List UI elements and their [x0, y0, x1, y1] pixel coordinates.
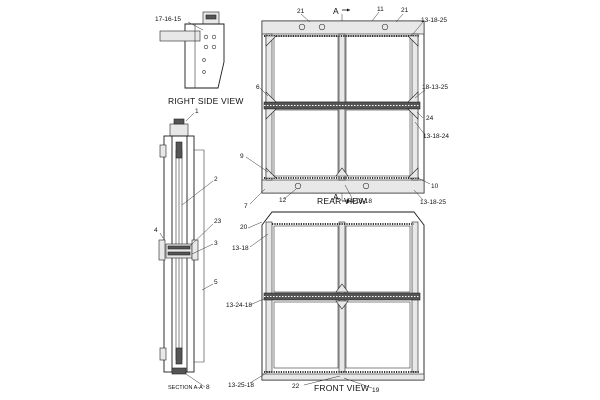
right-side-view: 17-16-15 RIGHT SIDE VIEW: [155, 11, 244, 106]
callout-24: 24: [426, 115, 434, 122]
callout-12: 12: [279, 197, 287, 204]
callout-13-18-25-top: 13-18-25: [421, 17, 447, 24]
callout-5: 5: [214, 279, 218, 286]
callout-13-18-25-bottom: 13-18-25: [420, 199, 446, 206]
callout-8: 8: [206, 384, 210, 391]
callout-21-right: 21: [401, 7, 409, 14]
section-a-a-title: SECTION A-A: [168, 385, 203, 391]
callout-6: 6: [256, 84, 260, 91]
callout-13-18-24: 13-18-24: [423, 133, 449, 140]
callout-17-16-15: 17-16-15: [155, 16, 181, 23]
callout-7: 7: [244, 203, 248, 210]
callout-4: 4: [154, 227, 158, 234]
rear-view-title: REAR VIEW: [317, 196, 367, 206]
callout-9: 9: [240, 153, 244, 160]
callout-2: 2: [214, 176, 218, 183]
callout-11: 11: [377, 6, 384, 13]
callout-20: 20: [240, 224, 248, 231]
callout-22: 22: [292, 383, 300, 390]
callout-18-13-25: 18-13-25: [422, 84, 448, 91]
callout-13-24-18: 13-24-18: [226, 302, 252, 309]
rear-view: A A 21 11 21 13-18-25 18-13-25 6 24 13-1…: [240, 6, 449, 210]
callout-13-18: 13-18: [232, 245, 249, 252]
callout-1: 1: [195, 108, 199, 115]
front-view-title: FRONT VIEW: [314, 383, 369, 393]
section-marker-top: A: [333, 6, 339, 16]
right-side-view-title: RIGHT SIDE VIEW: [168, 96, 244, 106]
callout-14-13-18: 14-13-18: [346, 198, 372, 205]
callout-19: 19: [372, 387, 380, 394]
section-marker-bottom: A: [333, 192, 339, 202]
callout-21-left: 21: [297, 8, 305, 15]
callout-10: 10: [431, 183, 439, 190]
callout-3: 3: [214, 240, 218, 247]
callout-13-25-18: 13-25-18: [228, 382, 254, 389]
section-a-a-view: 1 2 23 4 3 5 8 SECTION A-A: [154, 108, 222, 391]
front-view: 20 13-18 13-24-18 13-25-18 22 19 FRONT V…: [226, 211, 425, 394]
callout-23: 23: [214, 218, 222, 225]
